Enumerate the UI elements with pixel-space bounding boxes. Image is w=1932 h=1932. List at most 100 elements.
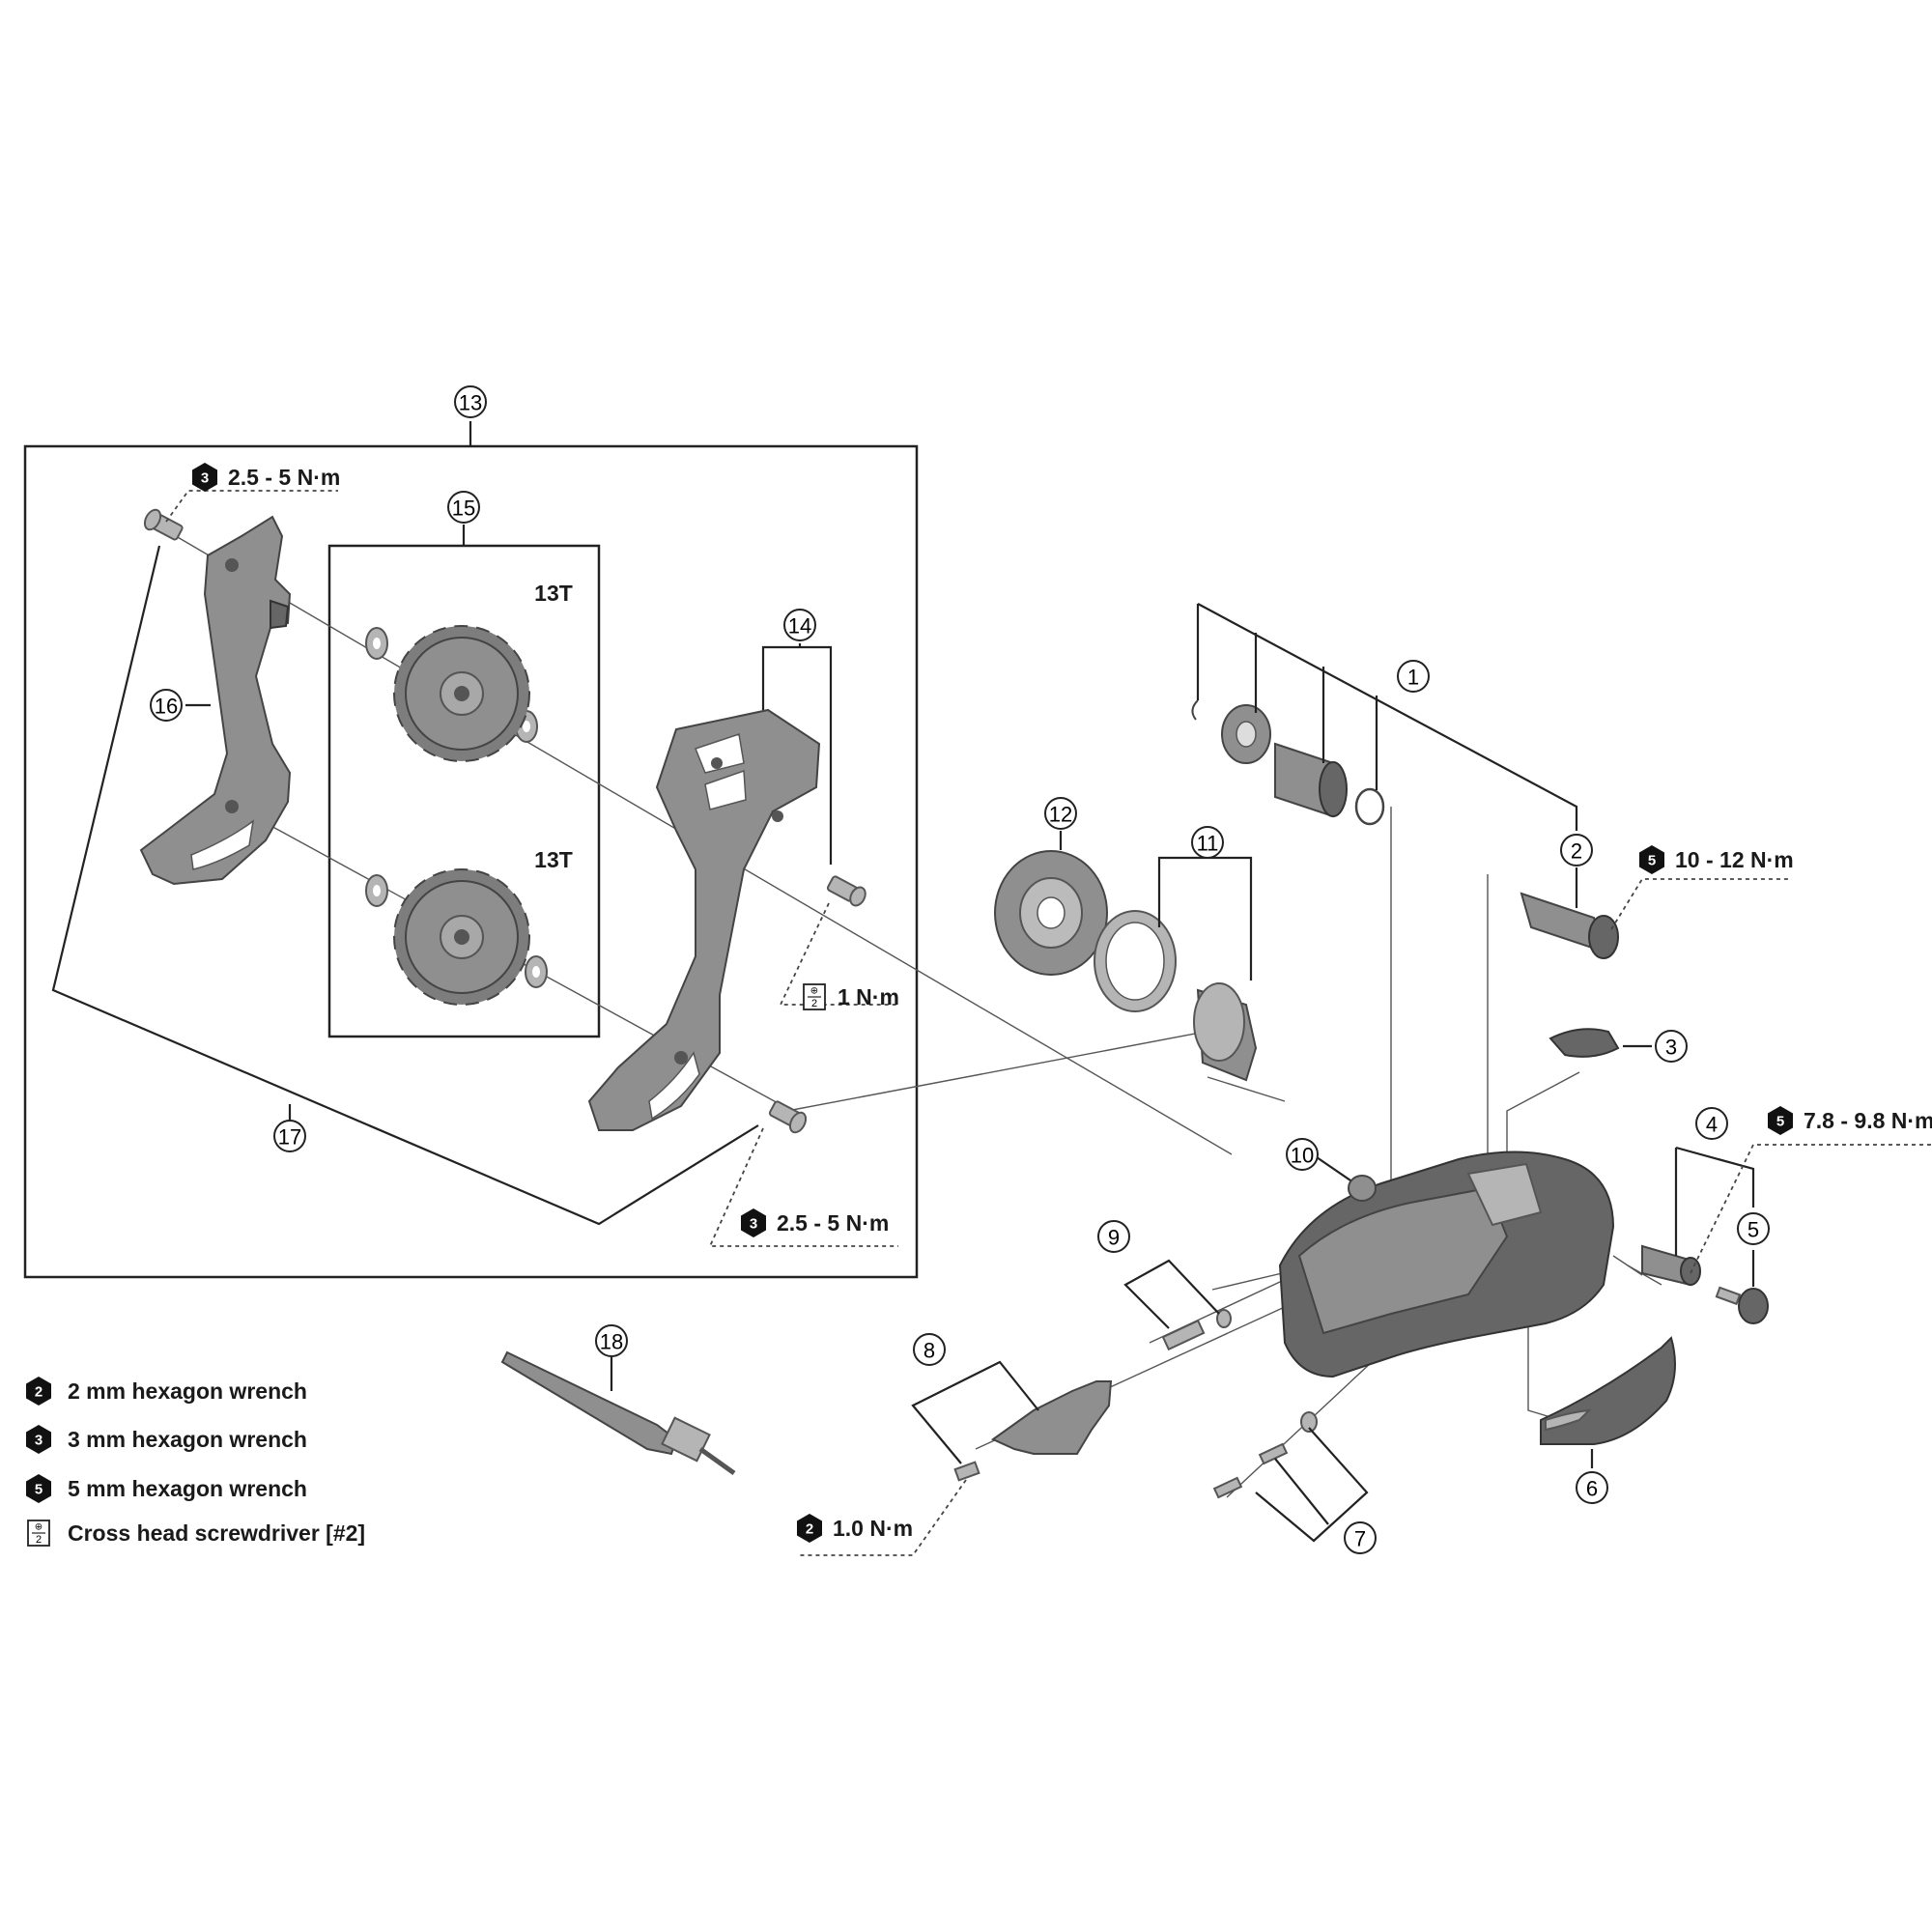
legend-text: 5 mm hexagon wrench [68,1476,307,1501]
callout-number: 7 [1354,1527,1366,1551]
pulley-bolts [768,875,867,1134]
callout-number: 17 [278,1125,301,1150]
mounting-bolt [1520,892,1619,959]
hex-size: 3 [201,470,209,487]
callout-5: 5 [1737,1212,1770,1245]
adjust-pin [1161,1309,1232,1351]
hex-size: 2 [35,1384,43,1401]
hex-size: 5 [1648,853,1656,869]
side-guard [1540,1336,1676,1445]
torque-value: 7.8 - 9.8 N·m [1804,1108,1932,1133]
legend-item: 3 3 mm hexagon wrench [26,1425,307,1454]
callout-11: 11 [1191,826,1224,859]
torque-value: 2.5 - 5 N·m [228,465,340,490]
legend-item: ⊕2 Cross head screwdriver [#2] [27,1520,365,1547]
outer-cage-plate [587,708,821,1131]
bushing-rings [1094,910,1258,1082]
tension-spring-cover [994,850,1108,976]
hex-wrench-icon: 2 [797,1514,822,1543]
callout-number: 15 [452,497,475,521]
derailleur-main-body [1278,1151,1615,1378]
torque-spec-t1: 3 2.5 - 5 N·m [192,463,340,492]
torque-leader-lines [165,490,1932,1556]
pulley-tooth-labels: 13T 13T [534,581,573,872]
cable-guide [953,1380,1113,1482]
cap-nut [1348,1175,1377,1202]
upper-pulley [393,625,530,762]
callout-8: 8 [913,1333,946,1366]
callout-number: 10 [1291,1144,1314,1168]
axis-lines [158,526,1662,1498]
pulley-assembly-box [327,525,601,1038]
callout-number: 11 [1197,832,1219,856]
callout-13: 13 [454,385,487,418]
callout-7: 7 [1344,1521,1377,1554]
callout-number: 5 [1747,1218,1759,1242]
torque-spec-t2: ⊕2 1 N·m [803,983,899,1010]
hex-wrench-icon: 5 [1768,1106,1793,1135]
cross-size: 2 [36,1534,42,1546]
hex-wrench-icon: 3 [192,463,217,492]
cross-symbol: ⊕ [810,986,818,997]
callout-14: 14 [783,609,816,641]
callout-number: 13 [459,391,482,415]
washers [365,627,548,988]
legend-text: 2 mm hexagon wrench [68,1378,307,1404]
cross-symbol: ⊕ [35,1522,43,1533]
torque-value: 1 N·m [838,984,899,1009]
lower-pulley [393,868,530,1006]
hex-size: 3 [35,1433,43,1449]
callout-number: 18 [600,1330,623,1354]
small-screws [1212,1411,1318,1499]
hex-wrench-icon: 2 [26,1377,51,1406]
cross-screwdriver-icon: ⊕2 [803,983,826,1010]
tension-tool [500,1350,736,1476]
torque-spec-t4: 5 10 - 12 N·m [1639,845,1794,874]
inner-cage-plate [139,515,292,886]
hex-wrench-icon: 3 [26,1425,51,1454]
legend-text: Cross head screwdriver [#2] [68,1520,365,1546]
callout-number: 3 [1665,1036,1677,1060]
legend-item: 5 5 mm hexagon wrench [26,1474,307,1503]
legend-item: 2 2 mm hexagon wrench [26,1377,307,1406]
torque-value: 1.0 N·m [833,1516,913,1541]
upper-pulley-teeth-label: 13T [534,581,573,606]
hex-wrench-icon: 5 [26,1474,51,1503]
hex-size: 2 [806,1521,813,1538]
callout-number: 1 [1407,666,1419,690]
cage-assembly-box [23,421,919,1279]
legend-text: 3 mm hexagon wrench [68,1427,307,1452]
tool-legend: 2 2 mm hexagon wrench 3 3 mm hexagon wrench… [26,1377,365,1547]
callout-3: 3 [1655,1030,1688,1063]
b-axle-parts [1191,699,1385,826]
torque-value: 10 - 12 N·m [1675,847,1794,872]
callout-number: 8 [923,1339,935,1363]
cross-screwdriver-icon: ⊕2 [27,1520,50,1547]
cage-plate-bracket-lines [51,545,759,1226]
callout-4: 4 [1695,1107,1728,1140]
callout-number: 9 [1108,1226,1120,1250]
torque-spec-t5: 5 7.8 - 9.8 N·m [1768,1106,1932,1135]
callout-number: 16 [155,695,178,719]
callout-number: 4 [1706,1113,1718,1137]
hex-wrench-icon: 3 [741,1208,766,1237]
cage-bolt-upper [143,508,184,541]
callout-1: 1 [1397,660,1430,693]
callout-number: 2 [1571,839,1582,864]
cross-size: 2 [811,998,817,1009]
hex-size: 5 [35,1482,43,1498]
callout-9: 9 [1097,1220,1130,1253]
lower-pulley-teeth-label: 13T [534,847,573,872]
callout-6: 6 [1576,1471,1608,1504]
callout-number: 6 [1586,1477,1598,1501]
callout-10: 10 [1286,1138,1319,1171]
callout-2: 2 [1560,834,1593,867]
hex-size: 3 [750,1216,757,1233]
hex-size: 5 [1776,1114,1784,1130]
hex-wrench-icon: 5 [1639,845,1664,874]
